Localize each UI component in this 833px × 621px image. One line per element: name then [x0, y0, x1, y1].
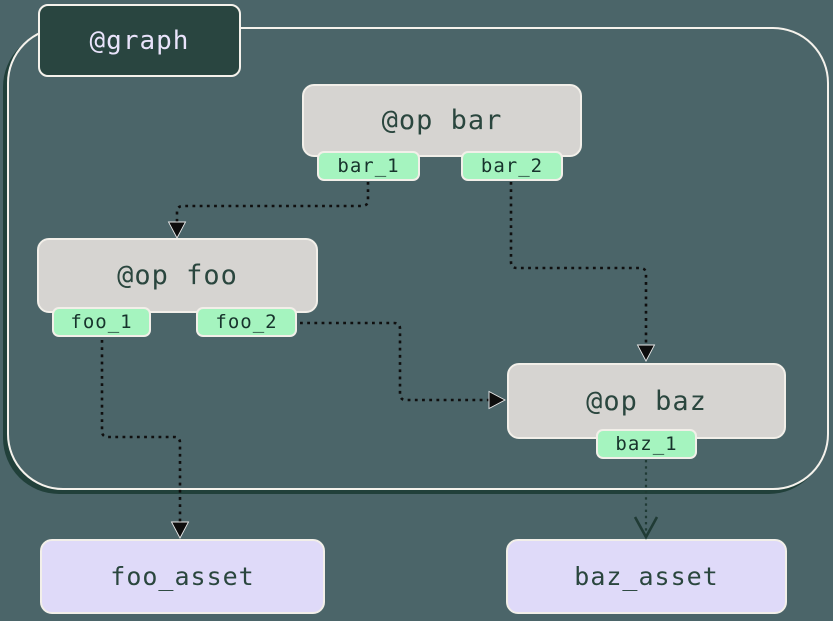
- output-handle-bar_1: bar_1: [317, 151, 420, 181]
- output-handle-baz_1: baz_1: [596, 429, 697, 459]
- op-node-baz: @op baz: [507, 363, 786, 439]
- graph-boundary: [7, 27, 829, 490]
- output-handle-foo_2: foo_2: [196, 307, 297, 337]
- output-handle-foo_1: foo_1: [52, 307, 151, 337]
- arrowhead-baz_1-to-baz-asset: [633, 516, 659, 540]
- arrowhead-foo_1-to-foo-asset: [170, 521, 190, 539]
- op-baz-title: @op baz: [586, 385, 707, 417]
- op-node-foo: @op foo: [37, 238, 318, 313]
- op-foo-title: @op foo: [117, 260, 238, 291]
- op-node-bar: @op bar: [302, 84, 582, 157]
- asset-node-foo-asset: foo_asset: [40, 539, 325, 614]
- asset-node-baz-asset: baz_asset: [506, 539, 787, 614]
- output-handle-bar_2: bar_2: [461, 151, 563, 181]
- asset-foo-label: foo_asset: [110, 562, 255, 591]
- asset-baz-label: baz_asset: [574, 562, 719, 591]
- graph-label: @graph: [38, 4, 241, 77]
- op-bar-title: @op bar: [381, 105, 503, 136]
